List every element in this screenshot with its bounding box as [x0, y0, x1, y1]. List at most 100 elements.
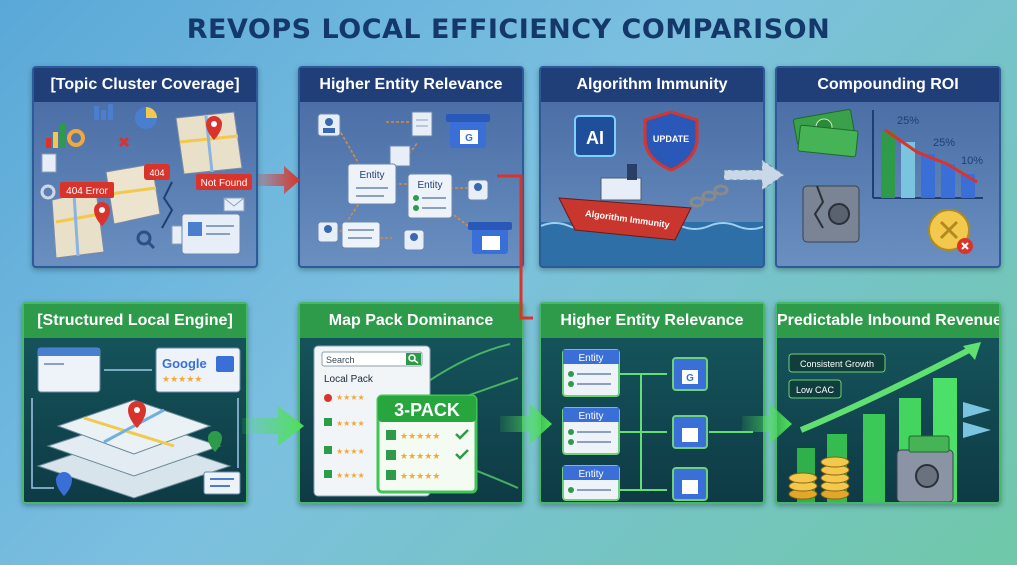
roi-label: 25%	[897, 115, 919, 127]
svg-text:404: 404	[149, 168, 164, 178]
map-pin-icon	[94, 116, 222, 226]
panel-header: Higher Entity Relevance	[300, 68, 522, 102]
failure-icon	[928, 209, 973, 254]
check-icon	[455, 429, 469, 460]
user-card-icon	[317, 113, 489, 251]
error-label: 404 Error	[60, 182, 114, 198]
svg-text:Entity: Entity	[417, 180, 442, 191]
arrow-right-icon	[258, 166, 300, 194]
panel-topic-cluster-coverage: [Topic Cluster Coverage]	[32, 66, 258, 268]
list-card-icon	[341, 221, 381, 249]
svg-text:★★★★: ★★★★	[336, 447, 365, 456]
document-icon	[389, 111, 433, 167]
svg-text:Search: Search	[326, 355, 355, 365]
shield-icon: UPDATE	[643, 110, 699, 172]
entity-card: Entity	[562, 349, 620, 397]
panel-illustration: Entity Entity G	[300, 102, 522, 266]
svg-text:Consistent Growth: Consistent Growth	[800, 359, 874, 369]
panel-illustration: AI UPDATE Algorithm Immunity	[541, 102, 763, 266]
panel-algorithm-immunity: Algorithm Immunity AI UPDATE Algorithm I…	[539, 66, 765, 268]
cac-label: Low CAC	[788, 379, 842, 399]
ship-icon: Algorithm Immunity	[558, 164, 692, 241]
chain-icon	[689, 184, 729, 208]
svg-text:AI: AI	[586, 128, 604, 148]
envelope-icon	[223, 197, 245, 212]
svg-text:★★★★★: ★★★★★	[400, 471, 440, 481]
svg-text:Google: Google	[162, 356, 207, 371]
panel-illustration: Consistent Growth Low CAC	[777, 338, 999, 502]
google-card-icon: Google ★★★★★	[155, 347, 241, 393]
svg-text:G: G	[465, 133, 473, 144]
declining-bar-chart	[881, 128, 978, 198]
svg-text:Entity: Entity	[359, 170, 384, 181]
entity-card: Entity	[562, 407, 620, 455]
search-icon	[408, 354, 419, 364]
pie-chart-icon	[135, 107, 157, 129]
panel-map-pack-dominance: Map Pack Dominance Search Local Pack	[298, 302, 524, 504]
svg-text:UPDATE: UPDATE	[653, 134, 689, 144]
svg-text:G: G	[686, 373, 694, 384]
layered-map-icon	[36, 399, 232, 499]
panel-header: [Structured Local Engine]	[24, 304, 246, 338]
entity-card: Entity	[407, 173, 453, 219]
svg-text:★★★★: ★★★★	[336, 471, 365, 480]
panel-illustration: Google ★★★★★	[24, 338, 246, 502]
arrow-right-icon	[742, 404, 792, 444]
panel-header: Compounding ROI	[777, 68, 999, 102]
panel-header: Predictable Inbound Revenue	[777, 304, 999, 338]
svg-text:★★★★★: ★★★★★	[400, 431, 440, 441]
svg-text:3-PACK: 3-PACK	[394, 400, 460, 420]
panel-higher-entity-relevance-top: Higher Entity Relevance	[298, 66, 524, 268]
roi-label: 25%	[933, 137, 955, 149]
svg-text:★★★★: ★★★★	[336, 393, 365, 402]
svg-text:★★★★★: ★★★★★	[162, 374, 202, 384]
panel-illustration: Search Local Pack ★★★★ ★★★★ ★★★★ ★★★★	[300, 338, 522, 502]
profile-card-icon	[181, 213, 241, 255]
safe-icon	[896, 435, 954, 502]
chevron-right-icon	[963, 402, 991, 438]
panel-structured-local-engine: [Structured Local Engine]	[22, 302, 248, 504]
svg-text:★★★★: ★★★★	[336, 419, 365, 428]
panel-predictable-inbound-revenue: Predictable Inbound Revenue Consistent G…	[775, 302, 1001, 504]
entity-card: Entity	[562, 465, 620, 501]
money-icon	[793, 108, 859, 158]
ai-chip-icon: AI	[574, 115, 616, 157]
svg-text:Entity: Entity	[578, 469, 603, 480]
svg-text:Entity: Entity	[578, 411, 603, 422]
arrow-right-icon	[724, 160, 784, 190]
svg-text:Not Found: Not Found	[201, 178, 248, 189]
svg-text:Entity: Entity	[578, 353, 603, 364]
main-title: REVOPS LOCAL EFFICIENCY COMPARISON	[186, 14, 831, 45]
svg-text:404 Error: 404 Error	[66, 186, 108, 197]
three-pack-badge: 3-PACK ★★★★★ ★★★★★ ★★★★★	[376, 394, 478, 494]
panel-illustration: 404 Error 404 Not Found	[34, 102, 256, 266]
not-found-label: Not Found	[196, 174, 252, 190]
panel-header: [Topic Cluster Coverage]	[34, 68, 256, 102]
panel-illustration: 25% 25% 10%	[777, 102, 999, 266]
roi-label: 10%	[961, 155, 983, 167]
google-business-icon: G	[672, 357, 708, 501]
close-icon	[118, 136, 130, 148]
coin-stack-icon	[788, 456, 850, 500]
panel-illustration: Entity Entity Entity	[541, 338, 763, 502]
panel-higher-entity-relevance-bottom: Higher Entity Relevance Entity	[539, 302, 765, 504]
list-card-icon	[203, 471, 241, 495]
arrow-right-icon	[500, 404, 552, 444]
growth-label: Consistent Growth	[788, 353, 886, 373]
broken-safe-icon	[802, 185, 860, 243]
browser-card-icon	[37, 347, 101, 393]
gear-icon	[40, 129, 85, 200]
svg-text:★★★★★: ★★★★★	[400, 451, 440, 461]
google-business-icon: G	[446, 114, 512, 254]
arrow-right-icon	[242, 406, 304, 446]
panel-header: Map Pack Dominance	[300, 304, 522, 338]
svg-text:Low CAC: Low CAC	[796, 385, 835, 395]
error-badge: 404	[144, 164, 170, 180]
svg-text:Local Pack: Local Pack	[324, 374, 374, 385]
entity-card: Entity	[347, 163, 397, 205]
search-icon	[136, 230, 156, 250]
panel-header: Higher Entity Relevance	[541, 304, 763, 338]
panel-compounding-roi: Compounding ROI 25% 25% 10%	[775, 66, 1001, 268]
connector-line	[497, 174, 533, 320]
bar-chart-icon	[46, 104, 113, 148]
